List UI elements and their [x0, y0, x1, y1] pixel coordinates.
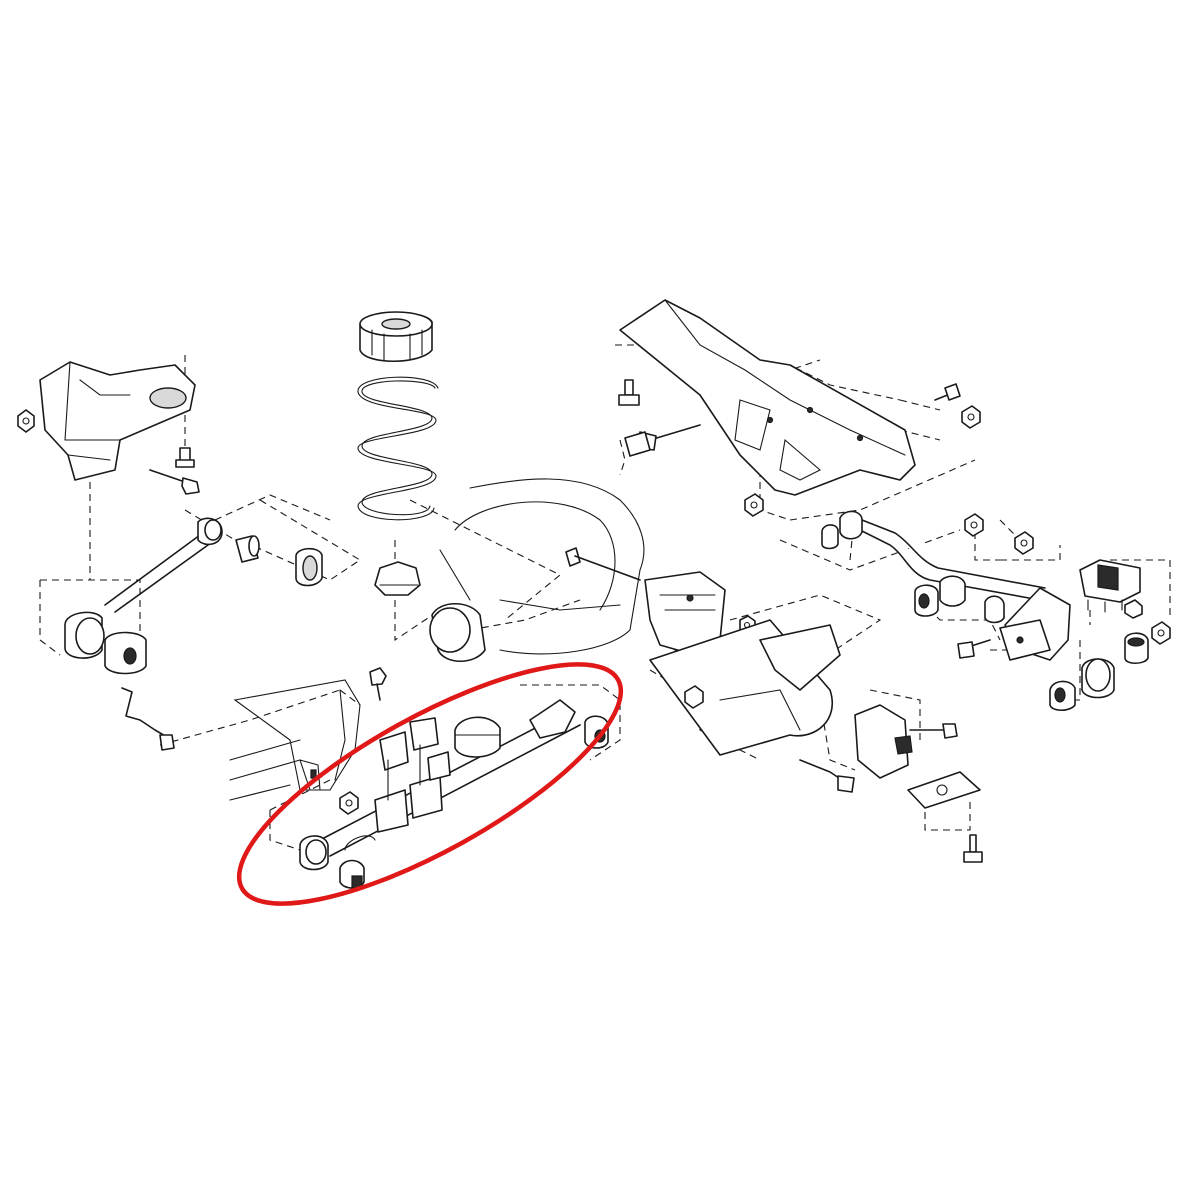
axle-end-cap[interactable] [429, 603, 486, 662]
coil-spring[interactable] [357, 376, 439, 521]
large-bushing-right[interactable] [104, 631, 147, 675]
trailing-arm-damper[interactable] [454, 716, 501, 758]
plate-bolt-icon[interactable] [963, 834, 983, 863]
arm-bushing-small[interactable] [821, 524, 839, 550]
bushing-washer[interactable] [295, 547, 323, 587]
trailing-arm-brackets[interactable] [374, 717, 451, 833]
upper-right-nut-icon[interactable] [961, 405, 981, 429]
rear-crossmember[interactable] [619, 299, 916, 496]
right-nut-icon[interactable] [1151, 621, 1171, 645]
rubber-mount-block[interactable] [854, 704, 913, 779]
flange-bolt-icon[interactable] [909, 723, 958, 739]
lower-frame-nut-icon[interactable] [744, 493, 764, 517]
frame-rail[interactable] [229, 679, 361, 801]
lateral-link-arm[interactable] [104, 517, 223, 613]
trailing-arm-bushing-lower[interactable] [339, 859, 365, 889]
rail-nut-icon[interactable] [339, 791, 359, 815]
arm-bracket[interactable] [999, 619, 1051, 661]
right-large-bushing[interactable] [1081, 658, 1115, 699]
arm-nut-icon-2[interactable] [1014, 531, 1034, 555]
bracket-bolt-icon[interactable] [799, 759, 855, 793]
cup-bushing[interactable] [1124, 632, 1149, 665]
long-bolt-icon[interactable] [121, 687, 175, 751]
arm-bushing-round[interactable] [914, 584, 939, 617]
right-eye-bushing[interactable] [1049, 680, 1076, 712]
mounting-bolt-icon[interactable] [565, 547, 641, 581]
highlight-ellipse [236, 662, 624, 906]
sensor-bracket[interactable] [1079, 559, 1141, 613]
mount-plate[interactable] [907, 771, 981, 809]
clip-icon[interactable] [624, 431, 651, 457]
arm-bushing-pair[interactable] [939, 575, 1005, 624]
large-bushing-left[interactable] [64, 611, 105, 659]
bump-stop[interactable] [374, 561, 421, 596]
upper-right-bolt-icon[interactable] [934, 383, 961, 401]
washer-icon[interactable] [684, 685, 704, 709]
crossmember-bolt-icon[interactable] [618, 379, 640, 406]
sensor-nut-icon[interactable] [1124, 599, 1143, 619]
rail-bolt-icon[interactable] [369, 667, 387, 701]
trailing-arm-link[interactable] [299, 699, 581, 871]
bolt-icon[interactable] [149, 447, 200, 495]
damper-body[interactable] [649, 619, 841, 756]
arm-nut-icon[interactable] [964, 513, 984, 537]
bushing-sleeve[interactable] [235, 535, 260, 563]
arm-bolt-icon[interactable] [957, 639, 991, 659]
hex-nut-icon[interactable] [17, 409, 35, 433]
upper-mount-bracket[interactable] [39, 361, 196, 481]
axle-housing[interactable] [439, 478, 645, 655]
spring-seat[interactable] [359, 311, 433, 363]
